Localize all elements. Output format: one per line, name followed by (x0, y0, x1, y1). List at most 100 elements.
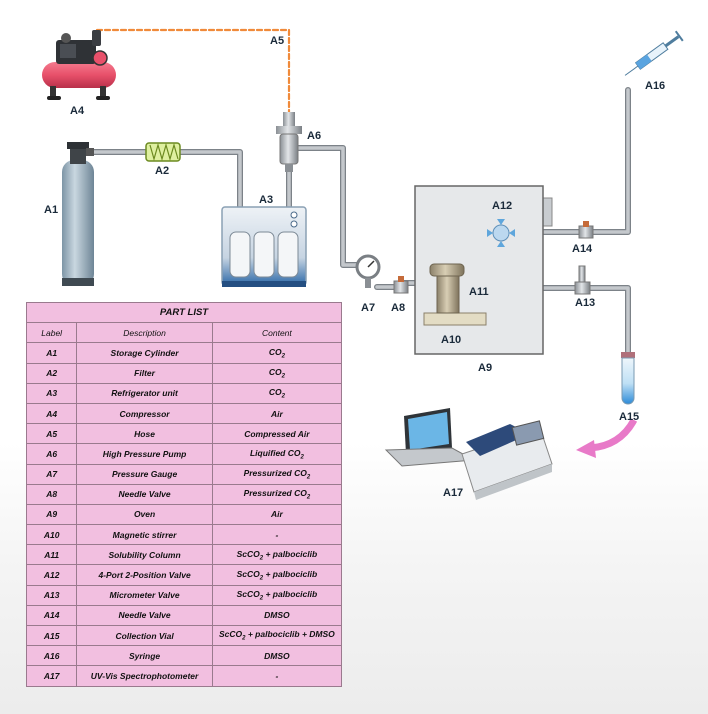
row-content: ScCO2 + palbociclib + DMSO (211, 624, 343, 647)
flow-arrow-icon (576, 418, 638, 458)
content-subscript: 2 (306, 494, 311, 501)
collection-vial-icon (621, 352, 635, 405)
row-content: Air (211, 402, 343, 425)
high-pressure-pump-icon (276, 112, 302, 172)
row-label: A6 (25, 443, 78, 465)
content-text: CO (268, 387, 282, 397)
content-text: - (275, 670, 279, 681)
label-a4: A4 (70, 105, 85, 117)
content-subscript: 2 (281, 353, 285, 360)
label-a12: A12 (492, 200, 513, 212)
content-text: CO (268, 346, 282, 357)
content-suffix: + palbociclib + DMSO (245, 629, 335, 640)
row-label: A14 (25, 604, 78, 627)
content-text: Compressed Air (244, 428, 310, 439)
row-description: Magnetic stirrer (76, 524, 213, 546)
header-description: Description (76, 322, 213, 344)
label-a5: A5 (270, 35, 285, 47)
content-text: Air (270, 509, 283, 520)
label-a17: A17 (443, 487, 464, 499)
row-label: A15 (25, 624, 78, 647)
row-description: Collection Vial (76, 624, 213, 647)
content-suffix: + palbociclib (263, 568, 318, 579)
row-label: A16 (25, 645, 78, 667)
row-label: A9 (25, 503, 78, 526)
row-label: A1 (25, 342, 78, 364)
row-label: A2 (25, 362, 78, 384)
content-subscript: 2 (259, 575, 264, 582)
filter-icon (145, 142, 181, 162)
label-a8: A8 (391, 302, 406, 314)
content-subscript: 2 (242, 635, 246, 642)
row-description: Solubility Column (76, 544, 213, 566)
row-label: A13 (25, 584, 78, 606)
row-content: CO2 (211, 342, 343, 364)
label-a7: A7 (361, 302, 376, 314)
content-subscript: 2 (306, 474, 311, 481)
row-label: A4 (25, 402, 78, 425)
row-description: Filter (76, 362, 213, 384)
content-text: ScCO (236, 588, 260, 599)
row-content: DMSO (211, 604, 343, 627)
laptop-icon (384, 408, 476, 467)
row-description: Micrometer Valve (76, 584, 213, 606)
content-text: Air (270, 408, 283, 419)
row-description: UV-Vis Spectrophotometer (76, 665, 213, 687)
label-a13: A13 (575, 297, 596, 309)
content-text: Pressurized CO (243, 487, 307, 498)
content-subscript: 2 (300, 454, 304, 461)
content-text: CO (268, 366, 282, 377)
row-label: A7 (25, 463, 78, 485)
four-port-valve-icon (487, 219, 515, 247)
row-content: Air (211, 503, 343, 526)
spectrophotometer-icon (461, 420, 553, 500)
content-subscript: 2 (281, 393, 285, 400)
pressure-gauge-icon (355, 254, 381, 288)
row-content: ScCO2 + palbociclib (211, 544, 343, 566)
row-description: Needle Valve (76, 483, 213, 505)
content-text: DMSO (264, 610, 290, 621)
row-content: ScCO2 + palbociclib (211, 564, 343, 586)
label-a3: A3 (259, 194, 274, 206)
row-label: A8 (25, 483, 78, 505)
row-label: A17 (25, 665, 78, 687)
micrometer-valve-icon (574, 265, 591, 295)
label-a11: A11 (469, 286, 489, 298)
content-text: ScCO (236, 568, 260, 579)
row-content: ScCO2 + palbociclib (211, 584, 343, 606)
row-description: Pressure Gauge (76, 463, 213, 485)
content-subscript: 2 (281, 373, 285, 380)
needle-valve-icon (393, 276, 409, 294)
content-text: DMSO (264, 650, 290, 661)
label-a14: A14 (572, 243, 593, 255)
row-description: Storage Cylinder (76, 342, 213, 364)
content-text: ScCO (236, 548, 260, 559)
row-label: A3 (25, 382, 78, 404)
row-content: Pressurized CO2 (211, 463, 343, 485)
row-description: Hose (76, 423, 213, 445)
solubility-column-icon (429, 263, 465, 314)
header-content: Content (211, 322, 343, 344)
content-text: ScCO (219, 629, 243, 640)
row-description: 4-Port 2-Position Valve (76, 564, 213, 586)
row-content: Liquified CO2 (211, 443, 343, 465)
row-description: Refrigerator unit (76, 382, 213, 404)
label-a15: A15 (619, 411, 640, 423)
row-content: CO2 (211, 362, 343, 384)
